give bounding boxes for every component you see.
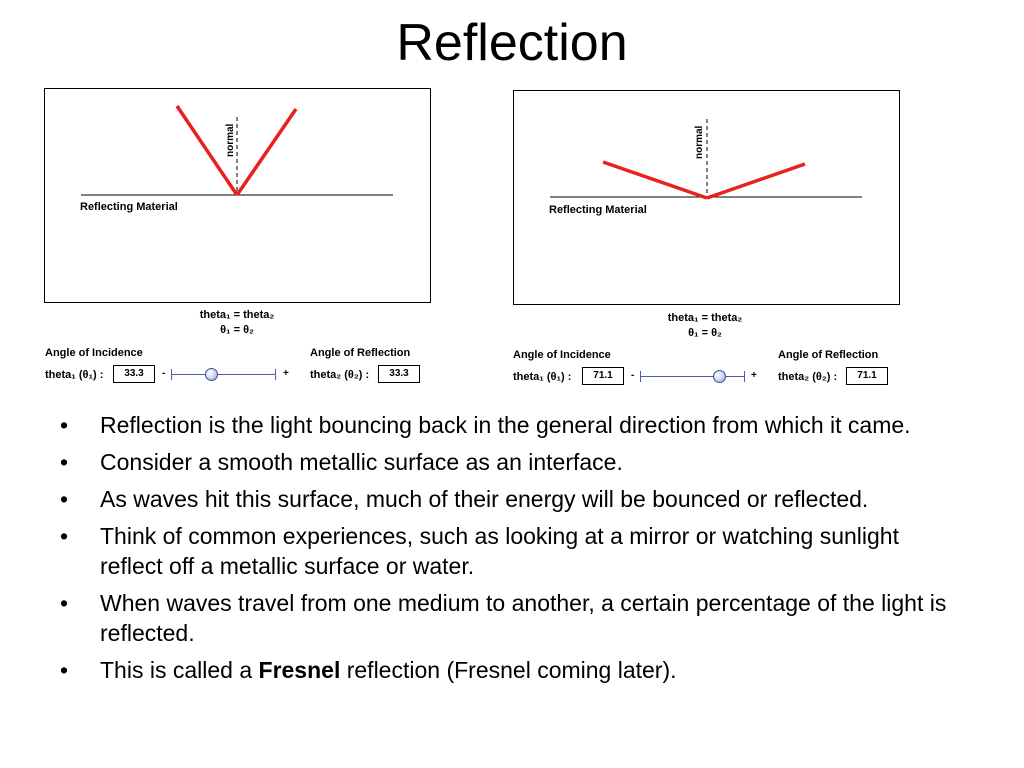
equation-text-1: theta₁ = theta₂ bbox=[199, 309, 275, 321]
slide-title: Reflection bbox=[396, 14, 628, 72]
bullet-item: • Reflection is the light bouncing back i… bbox=[56, 410, 956, 440]
incidence-label-2: Angle of Incidence bbox=[513, 349, 611, 361]
incidence-value-field-1[interactable]: 33.3 bbox=[113, 365, 155, 383]
equation-text-2: theta₁ = theta₂ bbox=[667, 312, 743, 324]
reflection-diagram-2: normal Reflecting Material bbox=[513, 90, 900, 305]
bullet-dot: • bbox=[60, 449, 69, 475]
slider-plus-2[interactable]: + bbox=[751, 370, 757, 381]
equation-symbol-2: θ₁ = θ₂ bbox=[688, 327, 722, 339]
incidence-value-field-2[interactable]: 71.1 bbox=[582, 367, 624, 385]
reflection-var-2: theta₂ (θ₂) : bbox=[778, 371, 838, 383]
bullet-item: • As waves hit this surface, much of thei… bbox=[56, 484, 956, 514]
bullet-text: Reflection is the light bouncing back in… bbox=[100, 412, 911, 438]
reflection-diagram-1-svg: normal Reflecting Material bbox=[80, 105, 393, 213]
bullet-list: • Reflection is the light bouncing back i… bbox=[56, 410, 956, 692]
bullet-text-post: reflection (Fresnel coming later). bbox=[340, 657, 677, 683]
bullet-item: • When waves travel from one medium to an… bbox=[56, 588, 956, 648]
reflection-var-1: theta₂ (θ₂) : bbox=[310, 369, 370, 381]
normal-label: normal bbox=[694, 125, 705, 159]
bullet-item: • Consider a smooth metallic surface as a… bbox=[56, 447, 956, 477]
slider-thumb-2[interactable] bbox=[713, 370, 726, 383]
bullet-text: Think of common experiences, such as loo… bbox=[100, 523, 899, 579]
bullet-text-bold: Fresnel bbox=[258, 657, 341, 683]
slider-thumb-1[interactable] bbox=[205, 368, 218, 381]
bullet-dot: • bbox=[60, 412, 69, 438]
reflection-label-2: Angle of Reflection bbox=[778, 349, 879, 361]
slider-minus-2[interactable]: - bbox=[631, 370, 635, 381]
surface-label: Reflecting Material bbox=[80, 201, 178, 213]
equation-symbol-1: θ₁ = θ₂ bbox=[220, 324, 254, 336]
slider-minus-1[interactable]: - bbox=[162, 368, 166, 379]
bullet-dot: • bbox=[60, 657, 69, 683]
reflected-ray bbox=[235, 108, 298, 196]
incidence-var-2: theta₁ (θ₁) : bbox=[513, 371, 572, 383]
reflection-value-field-2[interactable]: 71.1 bbox=[846, 367, 888, 385]
reflection-value-field-1[interactable]: 33.3 bbox=[378, 365, 420, 383]
incidence-label-1: Angle of Incidence bbox=[45, 347, 143, 359]
slider-plus-1[interactable]: + bbox=[283, 368, 289, 379]
incident-ray bbox=[602, 160, 708, 200]
normal-label: normal bbox=[225, 123, 236, 157]
bullet-item: • Think of common experiences, such as lo… bbox=[56, 521, 956, 581]
reflection-diagram-1: normal Reflecting Material bbox=[44, 88, 431, 303]
bullet-dot: • bbox=[60, 590, 69, 616]
angle-slider-2[interactable] bbox=[640, 370, 745, 384]
angle-slider-1[interactable] bbox=[171, 368, 276, 382]
bullet-text: Consider a smooth metallic surface as an… bbox=[100, 449, 623, 475]
incidence-var-1: theta₁ (θ₁) : bbox=[45, 369, 104, 381]
bullet-text-pre: This is called a bbox=[100, 657, 259, 683]
reflection-diagram-2-svg: normal Reflecting Material bbox=[549, 119, 862, 216]
bullet-dot: • bbox=[60, 486, 69, 512]
bullet-dot: • bbox=[60, 523, 69, 549]
incident-ray bbox=[175, 105, 239, 196]
reflected-ray bbox=[706, 162, 806, 200]
bullet-text: As waves hit this surface, much of their… bbox=[100, 486, 869, 512]
surface-label: Reflecting Material bbox=[549, 204, 647, 216]
bullet-item: • This is called a Fresnel reflection (Fr… bbox=[56, 655, 956, 685]
reflection-label-1: Angle of Reflection bbox=[310, 347, 411, 359]
bullet-text: When waves travel from one medium to ano… bbox=[100, 590, 947, 646]
